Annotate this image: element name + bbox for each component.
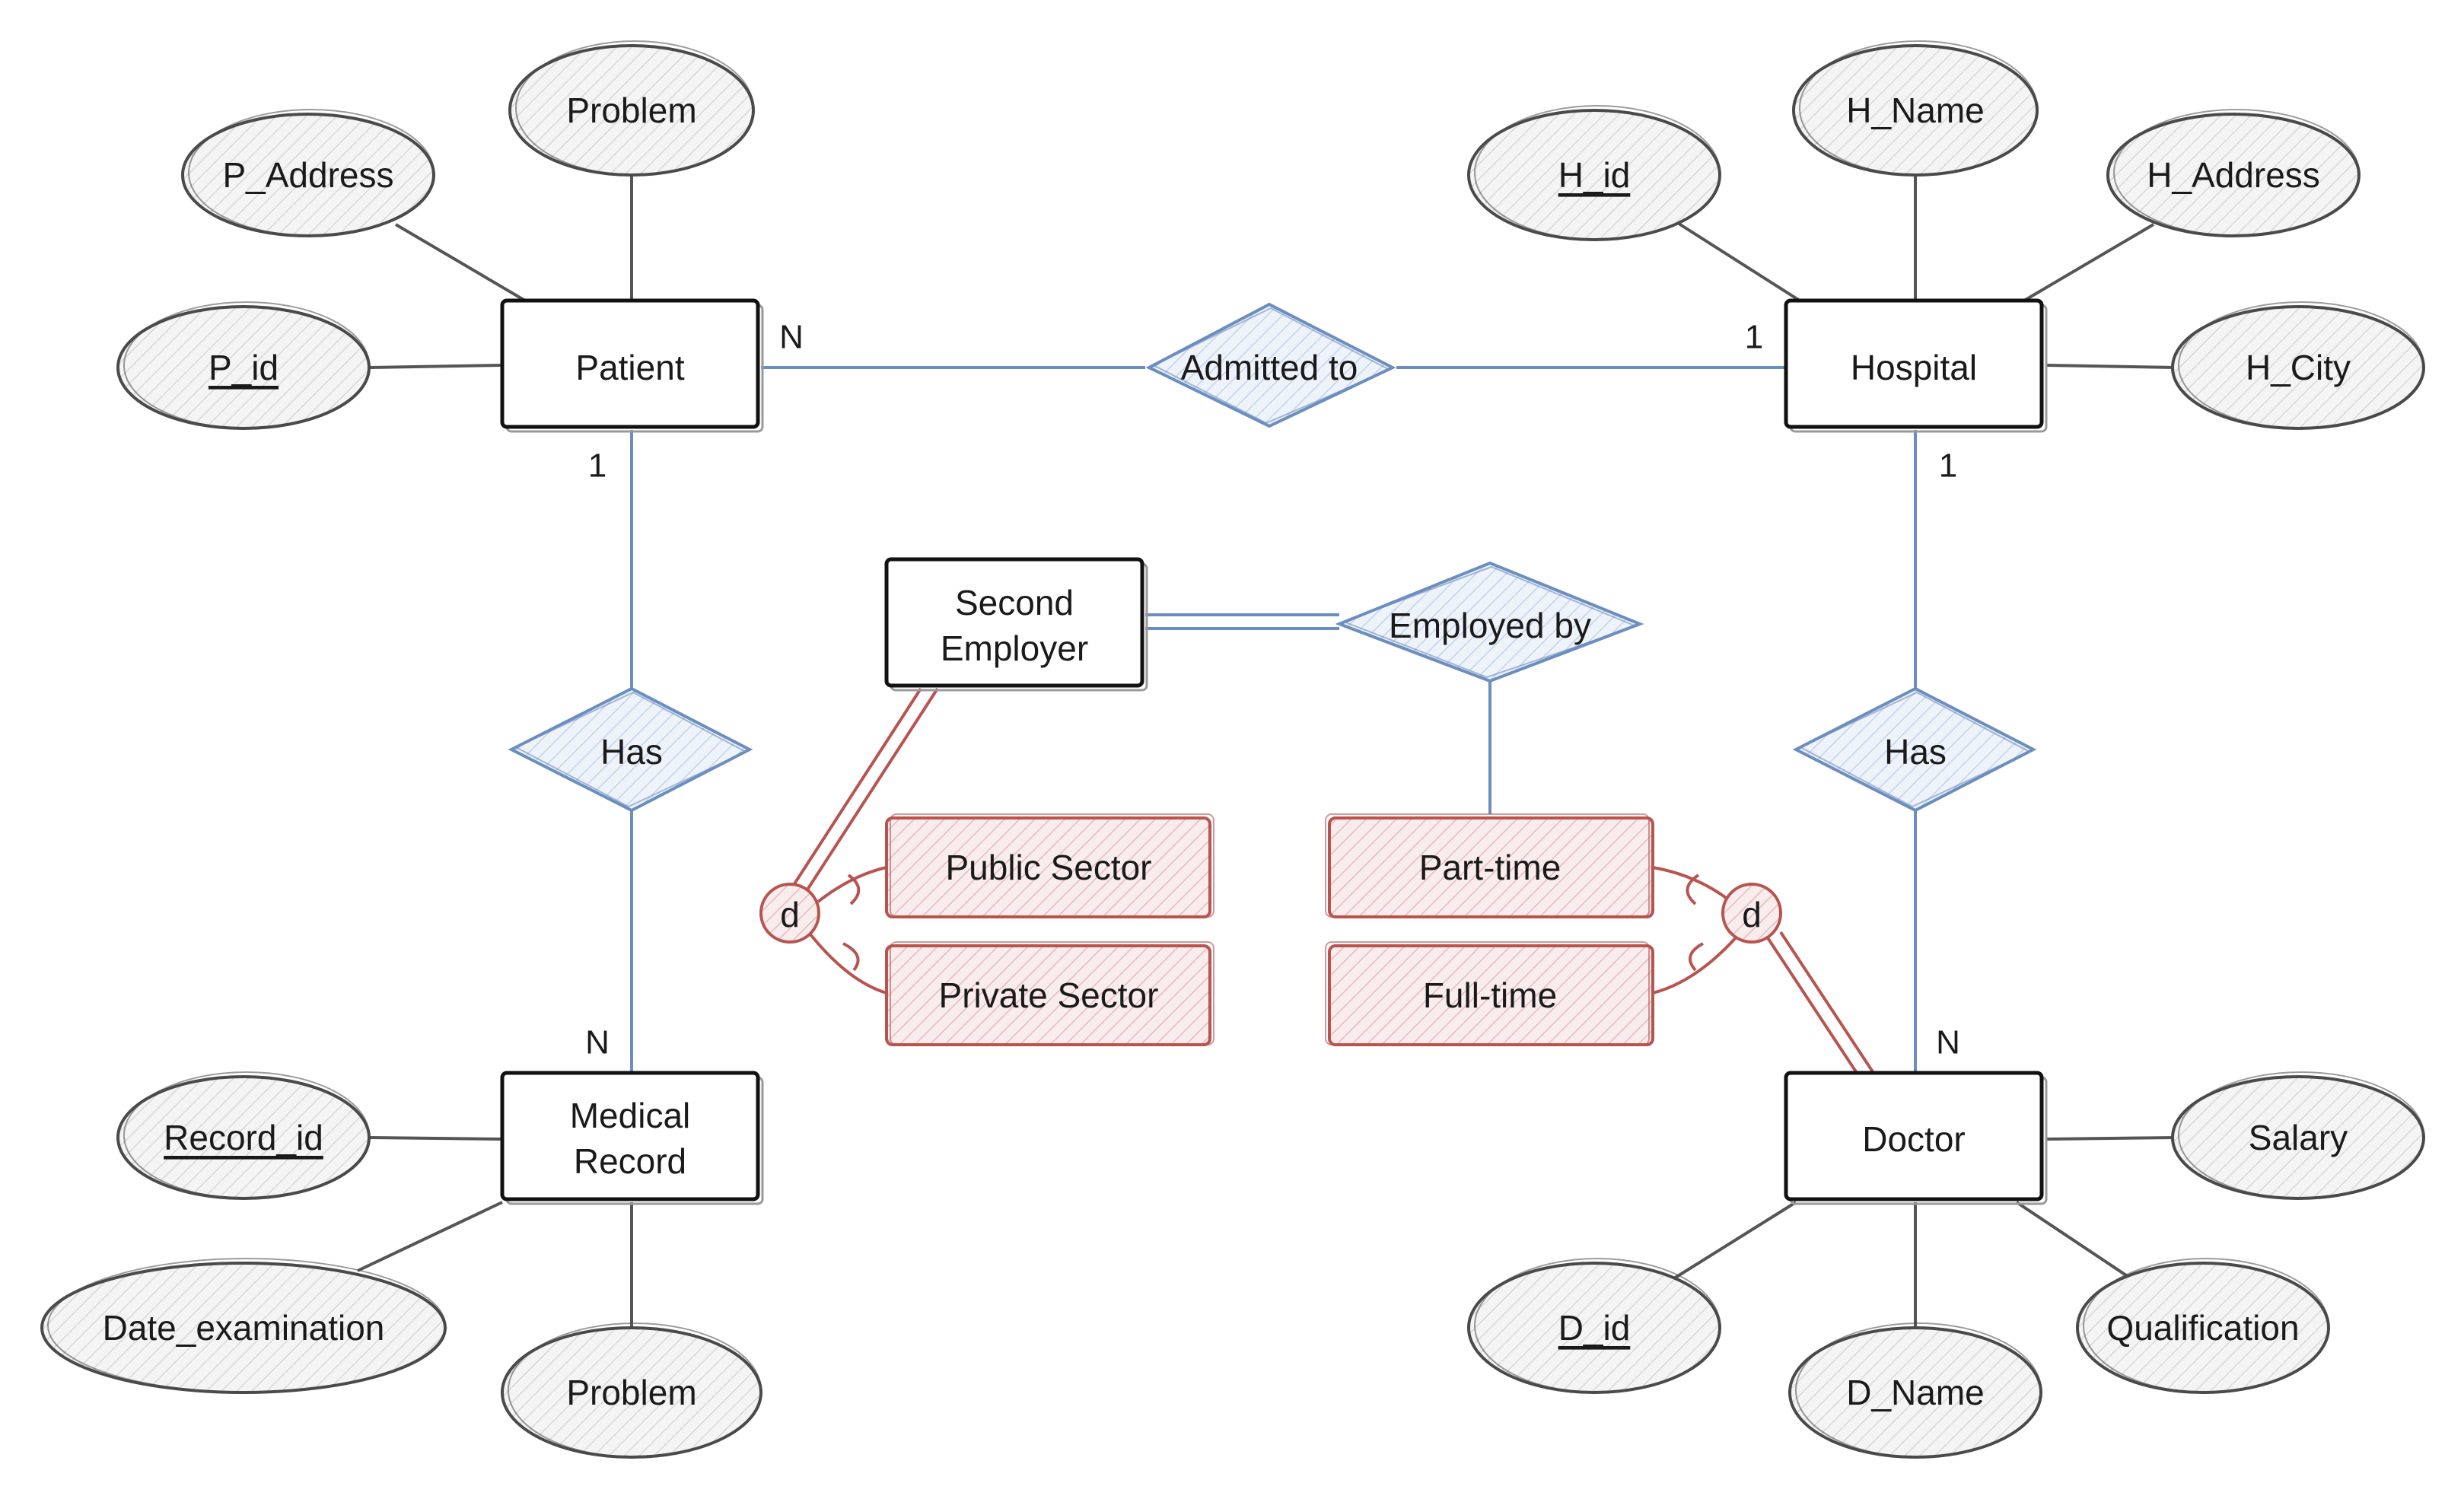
line-doctor-d-b (1779, 931, 1875, 1074)
entity-label-line2: Record (574, 1141, 686, 1181)
line-d-fulltime (1652, 933, 1740, 995)
card-hospital-admitted: 1 (1745, 319, 1763, 356)
line-d-public (817, 866, 887, 903)
rel-patient-has: Has (508, 686, 753, 813)
attr-label: Record_id (164, 1118, 323, 1157)
entity-patient: Patient (500, 298, 764, 433)
line-d-private (809, 933, 887, 995)
card-doctor-has: N (1936, 1024, 1960, 1061)
subtype-label: Public Sector (945, 848, 1151, 887)
card-hospital-has: 1 (1939, 447, 1957, 485)
attr-salary: Salary (2171, 1071, 2425, 1200)
rel-label: Admitted to (1181, 348, 1358, 387)
line-employer-d-b (801, 687, 939, 899)
attr-h-address: H_Address (2106, 109, 2361, 237)
attr-p-id: P_id (116, 301, 371, 430)
attr-label: Problem (566, 91, 696, 130)
attr-h-name: H_Name (1792, 40, 2039, 177)
attr-label: Date_examination (103, 1308, 385, 1348)
entity-label-line1: Second (955, 583, 1074, 622)
entity-hospital: Hospital (1784, 298, 2048, 433)
entity-label-line1: Medical (570, 1096, 691, 1135)
disjoint-label: d (780, 895, 800, 934)
entity-doctor: Doctor (1784, 1071, 2048, 1205)
line-doctor-d-a (1762, 931, 1858, 1074)
entity-medical-record: Medical Record (500, 1071, 764, 1205)
card-patient-admitted: N (779, 319, 804, 356)
rel-employed-by: Employed by (1335, 561, 1644, 683)
card-patient-has: 1 (588, 447, 606, 485)
entity-second-employer: Second Employer (884, 557, 1148, 692)
attr-label: D_id (1558, 1308, 1631, 1348)
entity-label-line2: Employer (941, 629, 1088, 668)
attr-p-address: P_Address (181, 109, 435, 237)
subtype-private-sector: Private Sector (885, 941, 1214, 1046)
attr-label: H_Name (1846, 91, 1985, 130)
attr-label: Salary (2249, 1118, 2348, 1157)
line-record-date (357, 1201, 503, 1272)
disjoint-label: d (1742, 895, 1762, 934)
line-hospital-hcity (2046, 364, 2177, 369)
line-hospital-hid (1673, 219, 1801, 302)
attr-label: Qualification (2106, 1308, 2299, 1348)
line-d-parttime (1652, 866, 1733, 903)
line-hospital-haddress (2023, 223, 2155, 302)
line-doctor-qualification (2015, 1201, 2132, 1280)
rel-label: Has (600, 732, 663, 772)
line-patient-pid (368, 364, 503, 369)
arc-fulltime (1688, 942, 1704, 972)
disjoint-circle-left: d (759, 883, 820, 944)
attr-record-problem: Problem (501, 1322, 762, 1459)
subtype-part-time: Part-time (1325, 813, 1654, 918)
line-doctor-salary (2046, 1136, 2177, 1141)
attr-label: H_Address (2147, 155, 2320, 195)
attr-qualification: Qualification (2076, 1258, 2330, 1394)
attr-h-city: H_City (2171, 301, 2425, 430)
disjoint-circle-right: d (1721, 883, 1782, 944)
rel-label: Has (1884, 732, 1947, 772)
attr-d-name: D_Name (1788, 1322, 2042, 1459)
subtype-label: Private Sector (939, 975, 1159, 1015)
subtype-label: Part-time (1419, 848, 1561, 887)
attr-label: Problem (566, 1373, 696, 1412)
rel-label: Employed by (1389, 606, 1591, 645)
arc-private (842, 942, 860, 972)
arc-public (847, 874, 861, 905)
line-record-recordid (368, 1136, 503, 1141)
arc-parttime (1686, 874, 1700, 905)
entity-label: Hospital (1851, 348, 1977, 387)
attr-label: H_id (1558, 155, 1631, 195)
line-patient-paddress (394, 223, 527, 302)
subtype-public-sector: Public Sector (885, 813, 1214, 918)
attr-record-id: Record_id (116, 1071, 371, 1200)
attr-h-id: H_id (1467, 105, 1721, 241)
line-employer-d-a (784, 687, 922, 899)
attr-label: H_City (2246, 348, 2351, 387)
rel-admitted-to: Admitted to (1145, 302, 1396, 428)
rel-hospital-has: Has (1792, 686, 2037, 813)
attr-date-examination: Date_examination (40, 1258, 447, 1394)
attr-label: P_id (209, 348, 279, 387)
subtype-full-time: Full-time (1325, 941, 1654, 1046)
attr-label: D_Name (1846, 1373, 1985, 1412)
line-doctor-did (1673, 1201, 1797, 1280)
attr-label: P_Address (222, 155, 393, 195)
attr-d-id: D_id (1467, 1258, 1721, 1394)
subtype-label: Full-time (1423, 975, 1557, 1015)
card-record-has: N (585, 1024, 610, 1061)
attr-patient-problem: Problem (508, 40, 755, 177)
entity-label: Patient (575, 348, 684, 387)
entity-label: Doctor (1862, 1119, 1965, 1159)
